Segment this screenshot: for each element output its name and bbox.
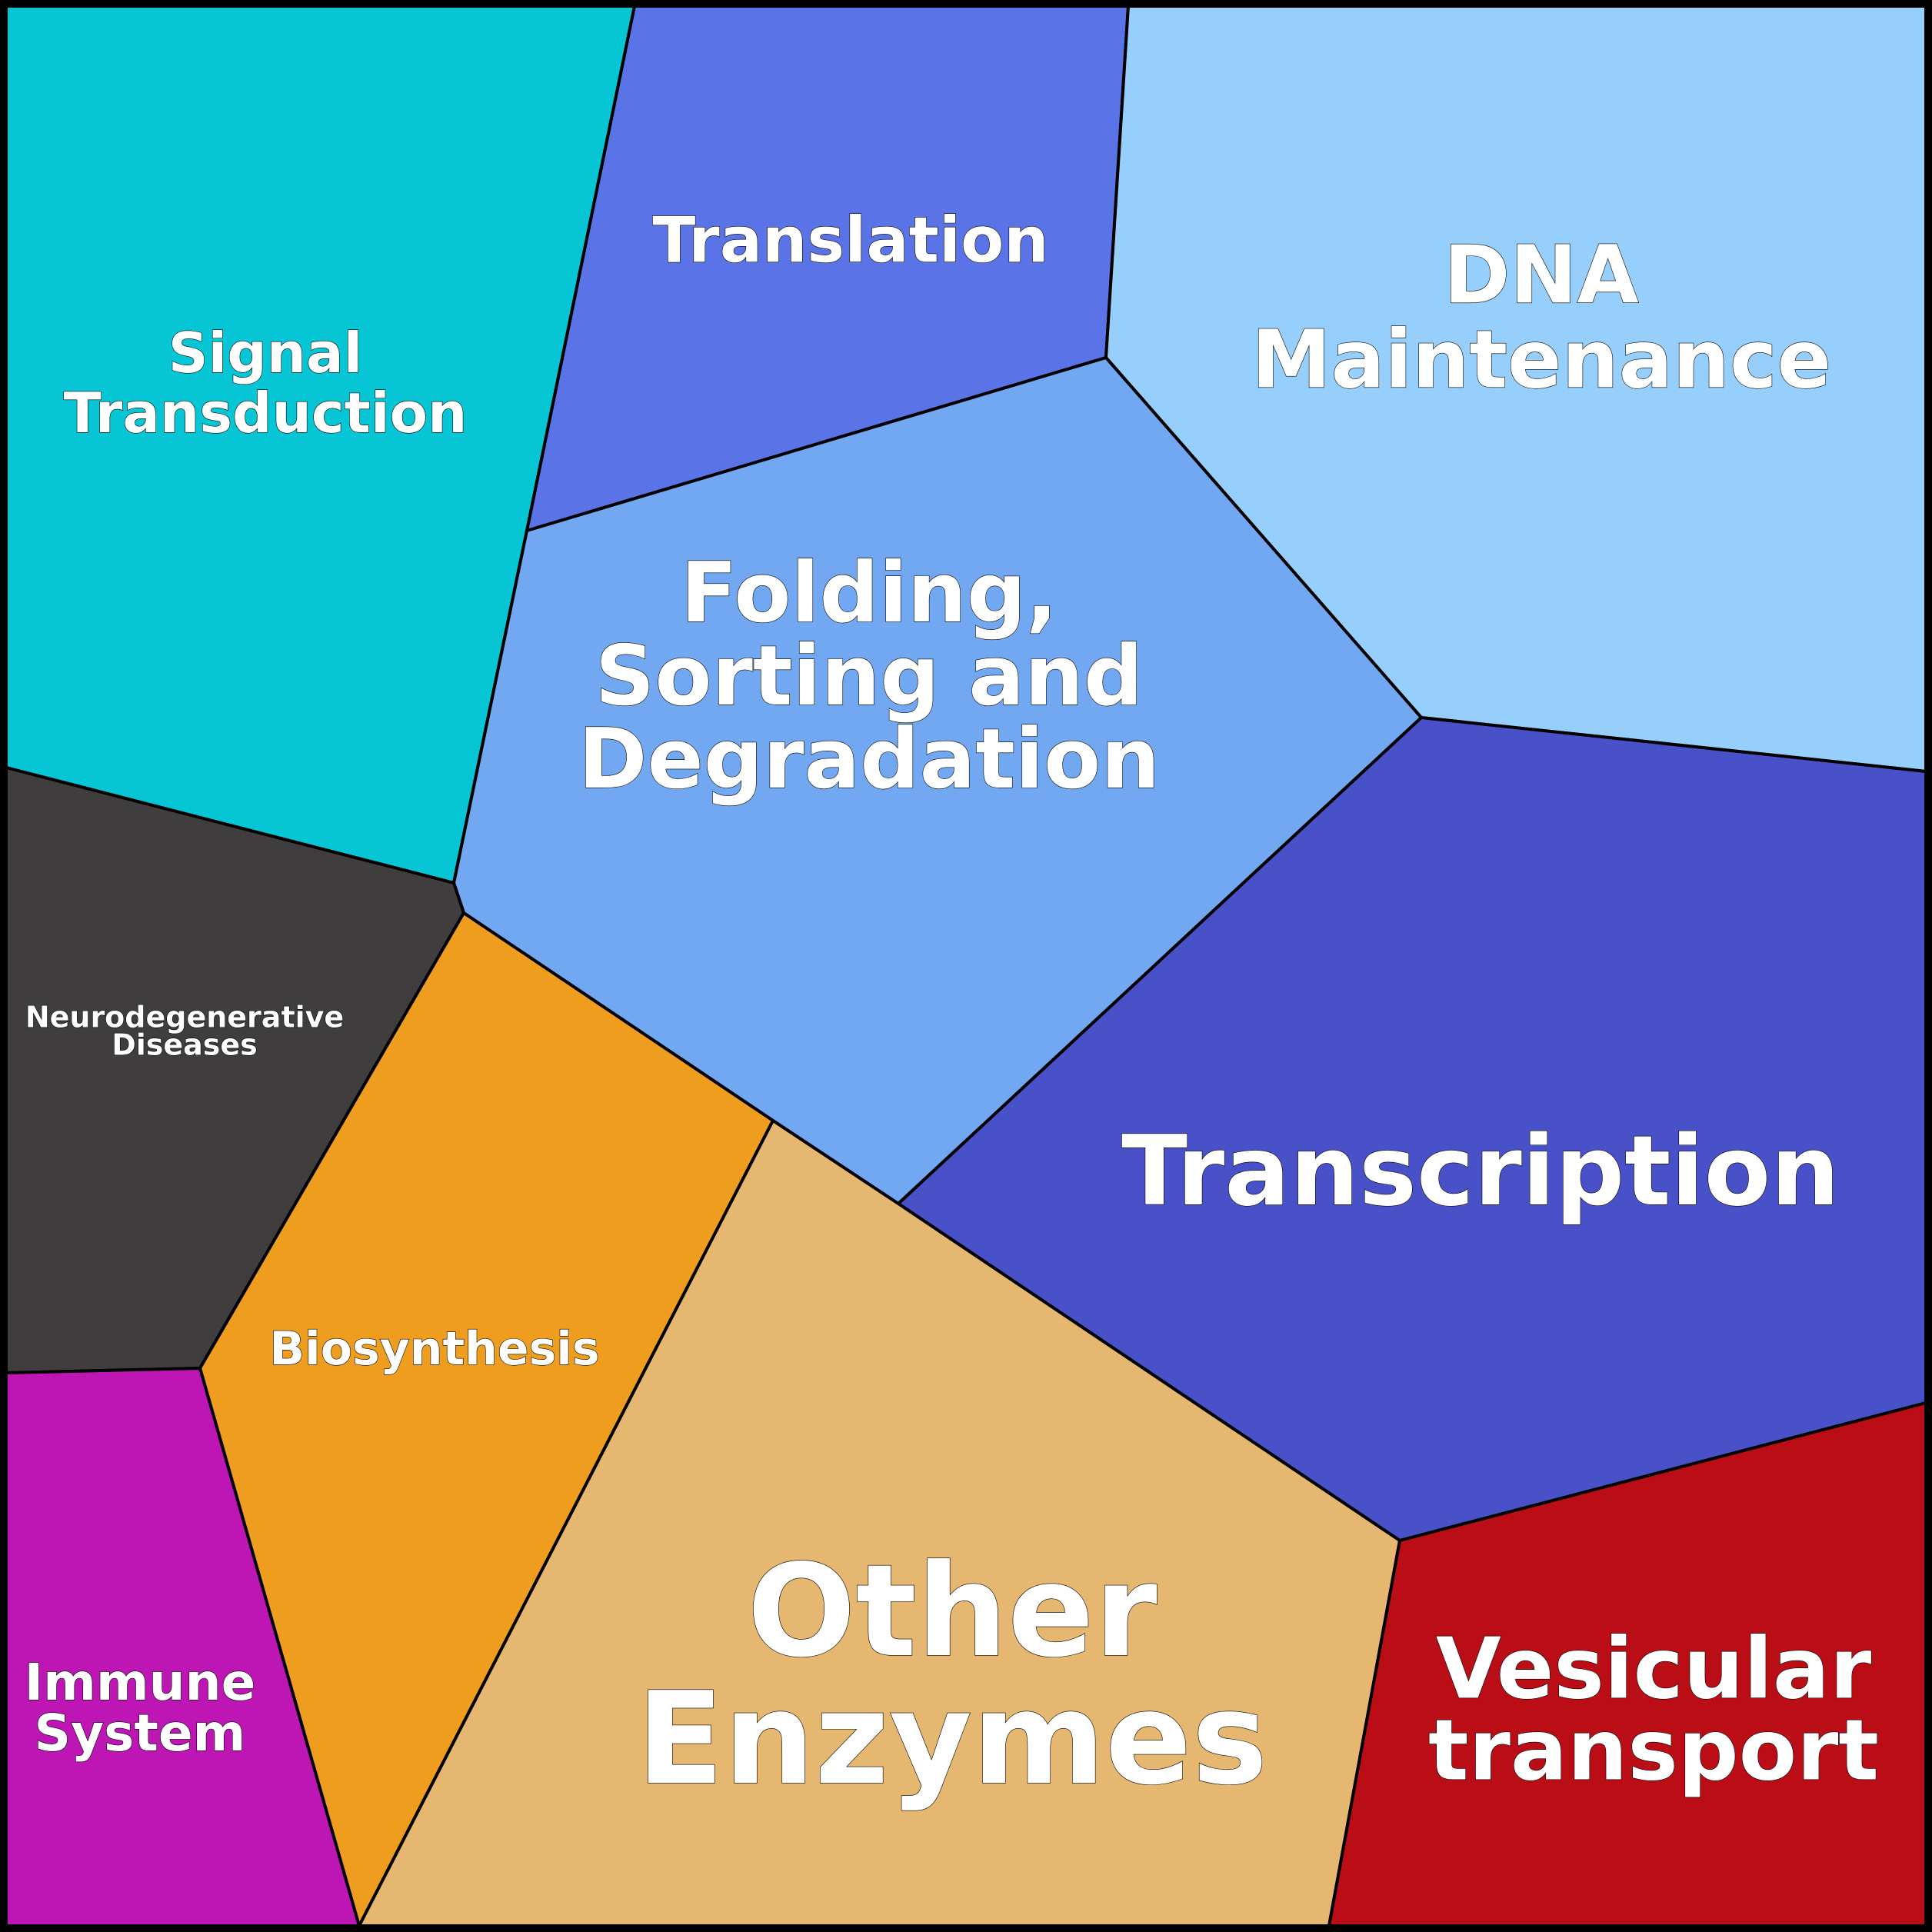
label-biosynthesis: Biosynthesis [269, 1322, 599, 1376]
label-line: Maintenance [1251, 312, 1831, 406]
label-line: Other [747, 1537, 1157, 1686]
label-line: transport [1428, 1701, 1879, 1800]
label-line: Translation [652, 205, 1048, 278]
label-translation: Translation [652, 205, 1048, 278]
label-transcription: Transcription [1121, 1114, 1840, 1227]
label-line: Diseases [112, 1028, 258, 1061]
label-line: Signal [168, 321, 363, 385]
label-line: Vesicular [1436, 1620, 1872, 1718]
label-line: Folding, [681, 545, 1058, 641]
label-line: DNA [1444, 228, 1639, 321]
label-line: Biosynthesis [269, 1322, 599, 1376]
label-line: Transduction [64, 381, 468, 445]
label-line: Neurodegenerative [25, 1000, 344, 1034]
label-line: Enzymes [637, 1665, 1268, 1814]
label-line: Immune [25, 1653, 256, 1712]
label-line: Sorting and [595, 628, 1144, 724]
label-line: Degradation [578, 711, 1160, 808]
label-line: System [35, 1704, 246, 1763]
label-line: Transcription [1121, 1114, 1840, 1227]
